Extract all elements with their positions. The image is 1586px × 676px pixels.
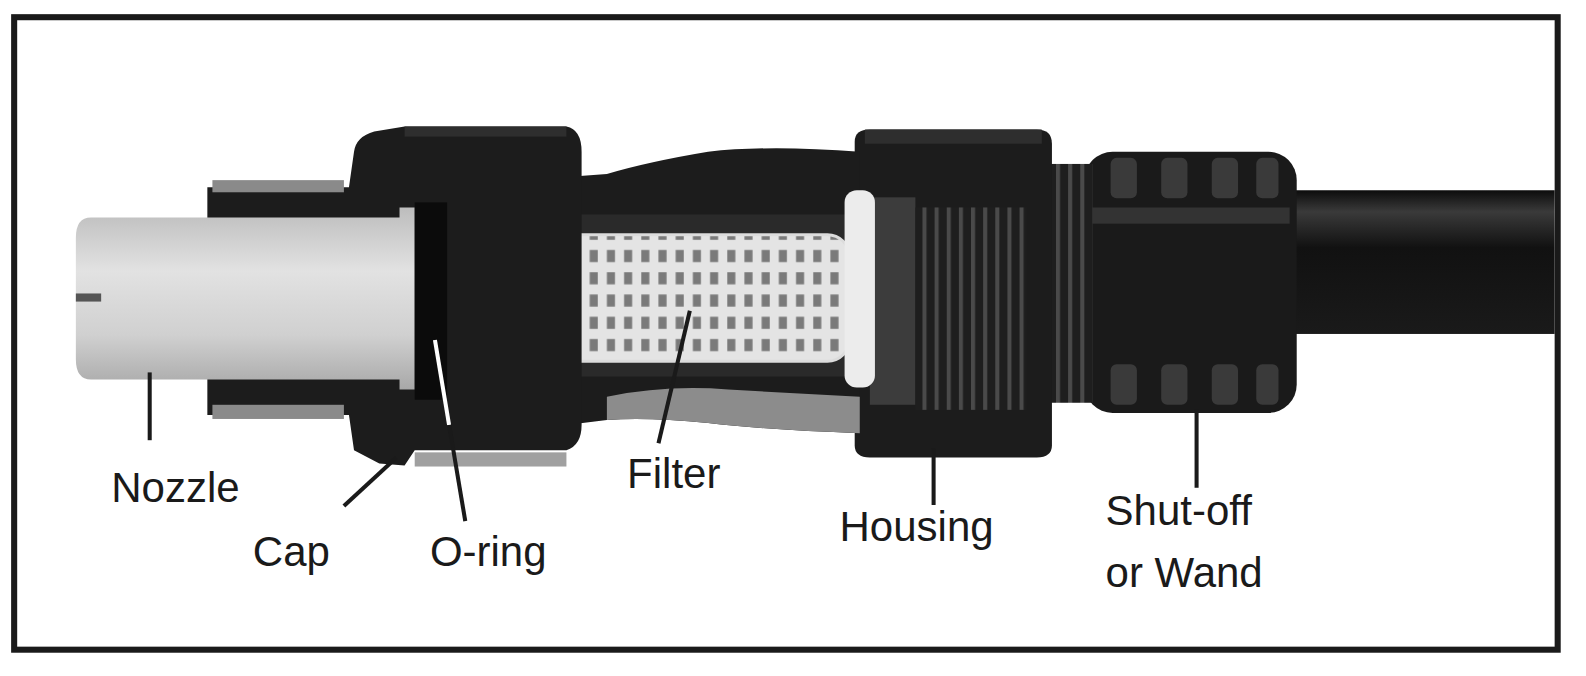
wand-tube [1280, 190, 1555, 334]
part-label: Cap [253, 527, 415, 577]
part-label: Filter [627, 449, 809, 499]
label-holder: O-ring [430, 527, 632, 577]
cap-flange [212, 405, 343, 419]
inner-threads [915, 207, 1026, 409]
nut-body [1084, 152, 1296, 413]
leader-line [449, 425, 465, 521]
housing-exterior [607, 388, 860, 433]
cap-rim [405, 126, 567, 136]
label-holder: Shut-off or Wand [1106, 480, 1280, 604]
leader-line [435, 340, 449, 425]
knurl [1212, 364, 1238, 404]
knurl [1111, 158, 1137, 198]
shut-off-nut [1084, 152, 1296, 413]
label-holder: Filter [627, 449, 809, 499]
knurl [1161, 364, 1187, 404]
housing-bore [870, 197, 916, 404]
frame [14, 17, 1558, 649]
label-holder: Housing [840, 502, 1063, 552]
knurl [1111, 364, 1137, 404]
part-label: O-ring [430, 527, 632, 577]
cap-exterior [415, 452, 567, 466]
label-holder: Nozzle [111, 463, 313, 513]
leader-line [658, 311, 689, 444]
wand [1280, 190, 1555, 334]
leader-line [344, 457, 397, 506]
knurl [1212, 158, 1238, 198]
leader-line [1195, 410, 1199, 488]
nut-highlight [1092, 207, 1289, 223]
filter-end [845, 190, 875, 387]
nozzle [76, 207, 415, 389]
housing-nut [855, 130, 1052, 458]
part-label: Nozzle [111, 463, 313, 513]
cap-flange [212, 180, 343, 192]
nozzle-body [76, 207, 415, 389]
part-label: Housing [840, 502, 1063, 552]
leader-lines [150, 311, 1197, 521]
leader-line [932, 448, 936, 505]
knurl [1256, 364, 1278, 404]
knurl [1256, 158, 1278, 198]
o-ring [415, 202, 447, 399]
nozzle-slot [76, 293, 101, 301]
label-holder: Cap [253, 527, 415, 577]
housing-rim [865, 130, 1042, 144]
part-label: Shut-off or Wand [1106, 480, 1280, 604]
leader-line [148, 372, 152, 440]
knurl [1161, 158, 1187, 198]
